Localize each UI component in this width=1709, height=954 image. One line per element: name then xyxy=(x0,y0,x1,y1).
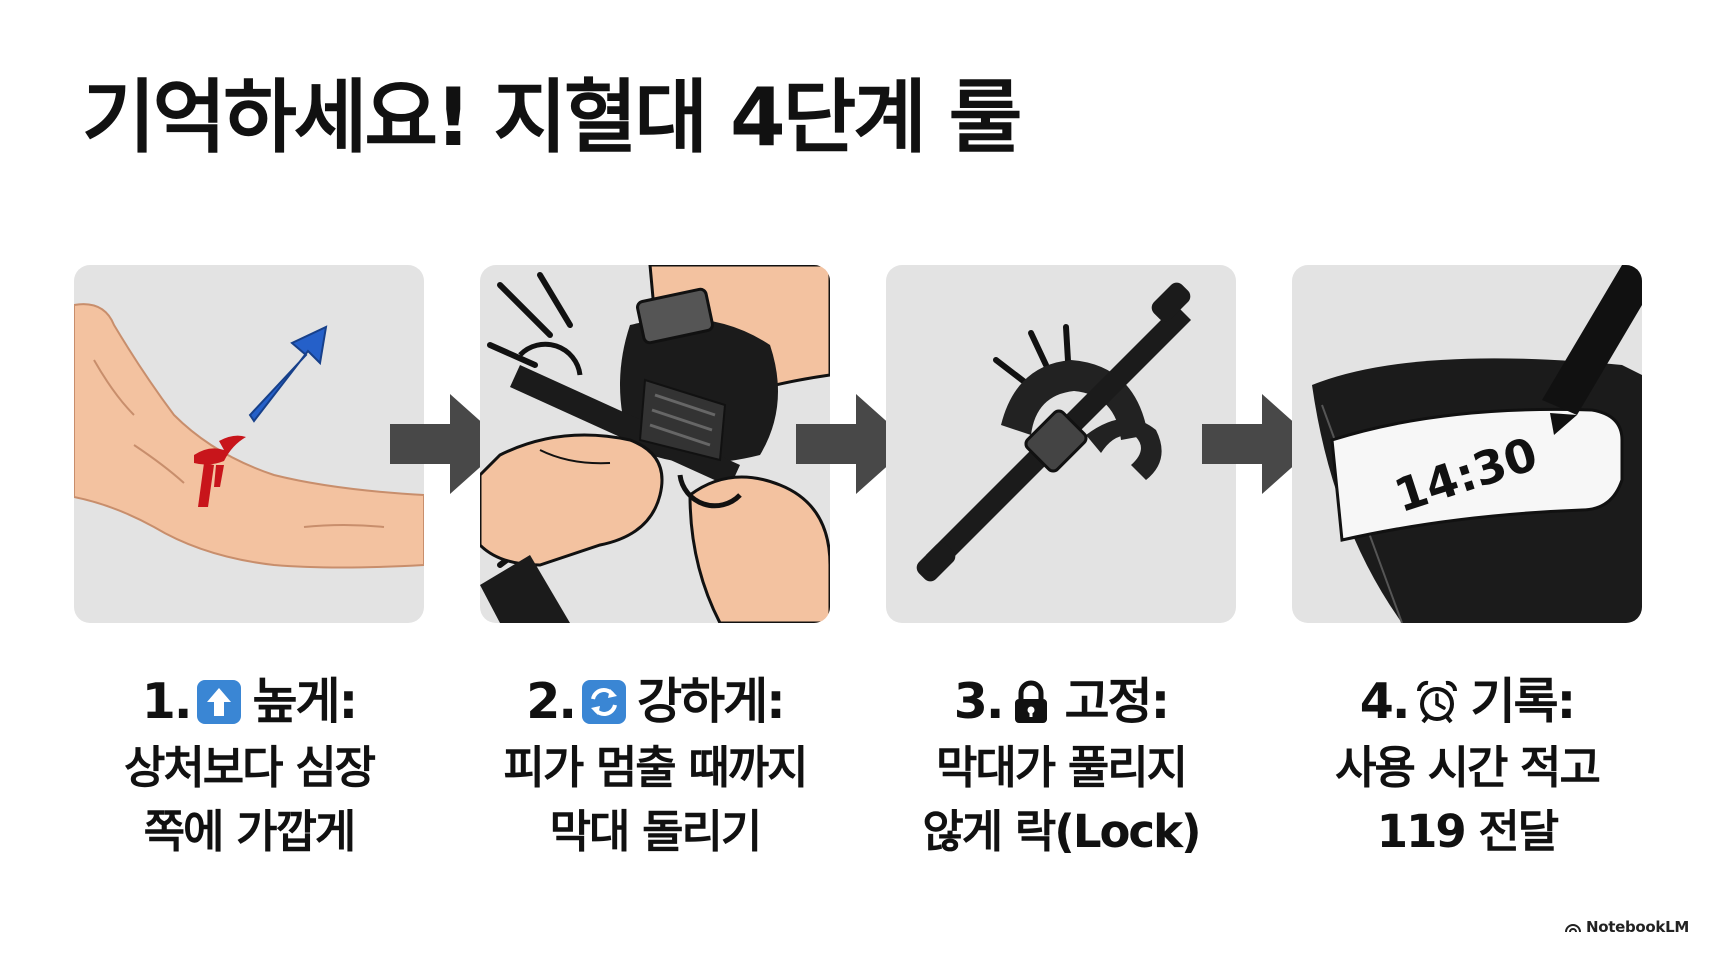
step-number: 4. xyxy=(1359,673,1411,730)
step-number: 2. xyxy=(526,673,577,730)
step-2-illustration xyxy=(480,265,830,623)
windlass-twisting-illustration xyxy=(480,265,830,623)
flow-arrow-icon xyxy=(390,394,506,494)
time-label-illustration: 14:30 xyxy=(1312,265,1642,623)
step-desc-line: 않게 락(Lock) xyxy=(922,805,1201,858)
step-number: 3. xyxy=(953,673,1005,730)
step-desc-line: 막대가 풀리지 xyxy=(935,741,1188,794)
step-4-illustration: 14:30 xyxy=(1292,265,1642,623)
step-desc-line: 쪽에 가깝게 xyxy=(143,805,357,858)
arm-wound-illustration xyxy=(74,303,424,569)
rotate-arrows-icon xyxy=(581,679,627,725)
windlass-lock-illustration xyxy=(916,282,1191,582)
brand-name: NotebookLM xyxy=(1585,918,1689,936)
brand-watermark: NotebookLM xyxy=(1564,918,1689,936)
step-desc-line: 사용 시간 적고 xyxy=(1335,741,1601,794)
up-arrow-icon xyxy=(196,679,242,725)
step-heading: 기록: xyxy=(1470,673,1576,730)
step-4-caption: 4. 기록: 사용 시간 적고 119 전달 xyxy=(1267,668,1667,864)
notebooklm-logo-icon xyxy=(1564,924,1581,933)
step-heading: 강하게: xyxy=(636,673,786,730)
page-title: 기억하세요! 지혈대 4단계 룰 xyxy=(82,71,1022,164)
step-desc-line: 상처보다 심장 xyxy=(123,741,376,794)
flow-arrow-icon xyxy=(1202,394,1318,494)
step-1-caption: 1. 높게: 상처보다 심장 쪽에 가깝게 xyxy=(49,668,449,864)
step-heading: 고정: xyxy=(1064,673,1170,730)
step-desc-line: 막대 돌리기 xyxy=(549,805,763,858)
alarm-clock-icon xyxy=(1414,679,1460,725)
step-3-caption: 3. 고정: 막대가 풀리지 않게 락(Lock) xyxy=(861,668,1261,864)
step-1-illustration xyxy=(74,265,424,623)
step-desc-line: 피가 멈출 때까지 xyxy=(503,741,808,794)
flow-arrow-icon xyxy=(796,394,912,494)
step-3-illustration xyxy=(886,265,1236,623)
lock-icon xyxy=(1008,679,1054,725)
step-2-caption: 2. 강하게: 피가 멈출 때까지 막대 돌리기 xyxy=(455,668,855,864)
step-heading: 높게: xyxy=(252,673,358,730)
step-desc-line: 119 전달 xyxy=(1376,805,1559,858)
step-number: 1. xyxy=(141,673,193,730)
